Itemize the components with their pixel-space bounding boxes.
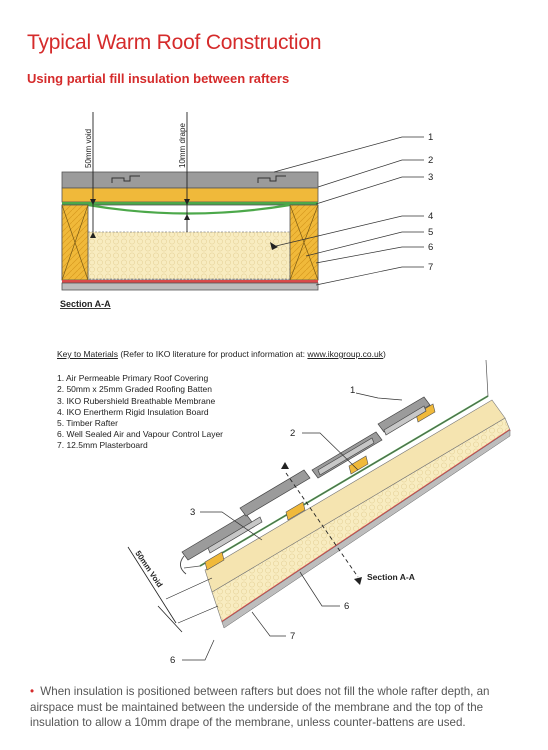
iso-callout-3: 3 — [190, 507, 195, 518]
void-dim-arrow-top — [90, 199, 96, 205]
iso-void-label: 50mm Void — [133, 549, 164, 589]
iso-leaders — [182, 392, 403, 661]
key-item: 3. IKO Rubershield Breathable Membrane — [57, 395, 216, 406]
key-item: 2. 50mm x 25mm Graded Roofing Batten — [57, 384, 212, 395]
iso-callout-1: 1 — [350, 385, 355, 396]
iso-void-ext — [165, 577, 213, 600]
iso-callout-2: 2 — [290, 428, 295, 439]
iso-callout-6a: 6 — [344, 601, 349, 612]
callout-1: 1 — [428, 132, 433, 143]
section-drawing: 50mm void 10mm drape 1 2 3 4 5 6 7 Secti… — [60, 112, 433, 309]
key-heading-link[interactable]: www.ikogroup.co.uk — [307, 349, 383, 359]
callout-6: 6 — [428, 242, 433, 253]
section-arrow-line — [285, 472, 359, 578]
section-arrow-head-bottom — [354, 577, 362, 585]
void-dim-label: 50mm void — [84, 129, 93, 168]
key-item: 1. Air Permeable Primary Roof Covering — [57, 373, 209, 384]
section-leaders — [273, 136, 424, 286]
iso-cavity-outline — [183, 359, 489, 569]
insulation-board — [87, 231, 291, 280]
leader-4-arrow — [270, 242, 278, 250]
callout-3: 3 — [428, 172, 433, 183]
iso-eaves-curl — [180, 555, 187, 575]
rafter-cross-left — [61, 204, 89, 281]
iso-void-dim-2 — [157, 605, 183, 633]
key-list: 1. Air Permeable Primary Roof Covering 2… — [57, 373, 386, 451]
rafter-cross-right — [289, 204, 319, 281]
iso-tiles — [181, 396, 431, 561]
iso-callout-7: 7 — [290, 631, 295, 642]
drape-dim-arrow-bottom — [184, 214, 190, 220]
key-heading-title: Key to Materials — [57, 349, 118, 359]
key-heading-text: (Refer to IKO literature for product inf… — [117, 349, 308, 359]
roof-covering — [61, 171, 319, 189]
drape-dim-label: 10mm drape — [178, 123, 187, 168]
iso-void-dim-1 — [127, 546, 177, 624]
tile-lap-right — [257, 175, 286, 183]
roof-diagrams: 50mm void 10mm drape 1 2 3 4 5 6 7 Secti… — [60, 112, 511, 666]
section-label: Section A-A — [60, 299, 111, 309]
iso-rafter-band — [204, 399, 506, 593]
key-item: 7. 12.5mm Plasterboard — [57, 440, 148, 451]
footnote: • When insulation is positioned between … — [30, 684, 535, 731]
page-title: Typical Warm Roof Construction — [27, 31, 322, 54]
key-heading: Key to Materials (Refer to IKO literatur… — [57, 349, 386, 360]
iso-drawing: 50mm Void 1 2 3 6 7 6 Section A-A — [127, 359, 511, 666]
vcl — [62, 280, 318, 283]
iso-section-ref: Section A-A — [367, 572, 415, 582]
tile-lap-left — [111, 175, 140, 183]
drape-dim-arrow-top — [184, 199, 190, 205]
iso-callout-6b: 6 — [170, 655, 175, 666]
key-item: 4. IKO Enertherm Rigid Insulation Board — [57, 406, 209, 417]
page-subtitle: Using partial fill insulation between ra… — [27, 71, 290, 86]
callout-4: 4 — [428, 211, 433, 222]
key-item: 6. Well Sealed Air and Vapour Control La… — [57, 429, 224, 440]
membrane — [62, 202, 318, 205]
footnote-text: When insulation is positioned between ra… — [30, 685, 490, 729]
materials-key: Key to Materials (Refer to IKO literatur… — [57, 349, 386, 452]
key-item: 5. Timber Rafter — [57, 418, 118, 429]
iso-battens — [204, 403, 436, 571]
callout-7: 7 — [428, 262, 433, 273]
plasterboard — [61, 282, 319, 291]
callout-5: 5 — [428, 227, 433, 238]
batten — [61, 187, 319, 203]
iso-void-ext-2 — [177, 605, 219, 624]
membrane-drape — [87, 203, 291, 215]
section-arrow-head-top — [281, 462, 289, 469]
key-heading-close: ) — [383, 349, 386, 359]
iso-plasterboard — [221, 429, 511, 629]
void-dim-arrow-bottom — [90, 232, 96, 238]
callout-2: 2 — [428, 155, 433, 166]
bullet-icon: • — [30, 685, 35, 698]
